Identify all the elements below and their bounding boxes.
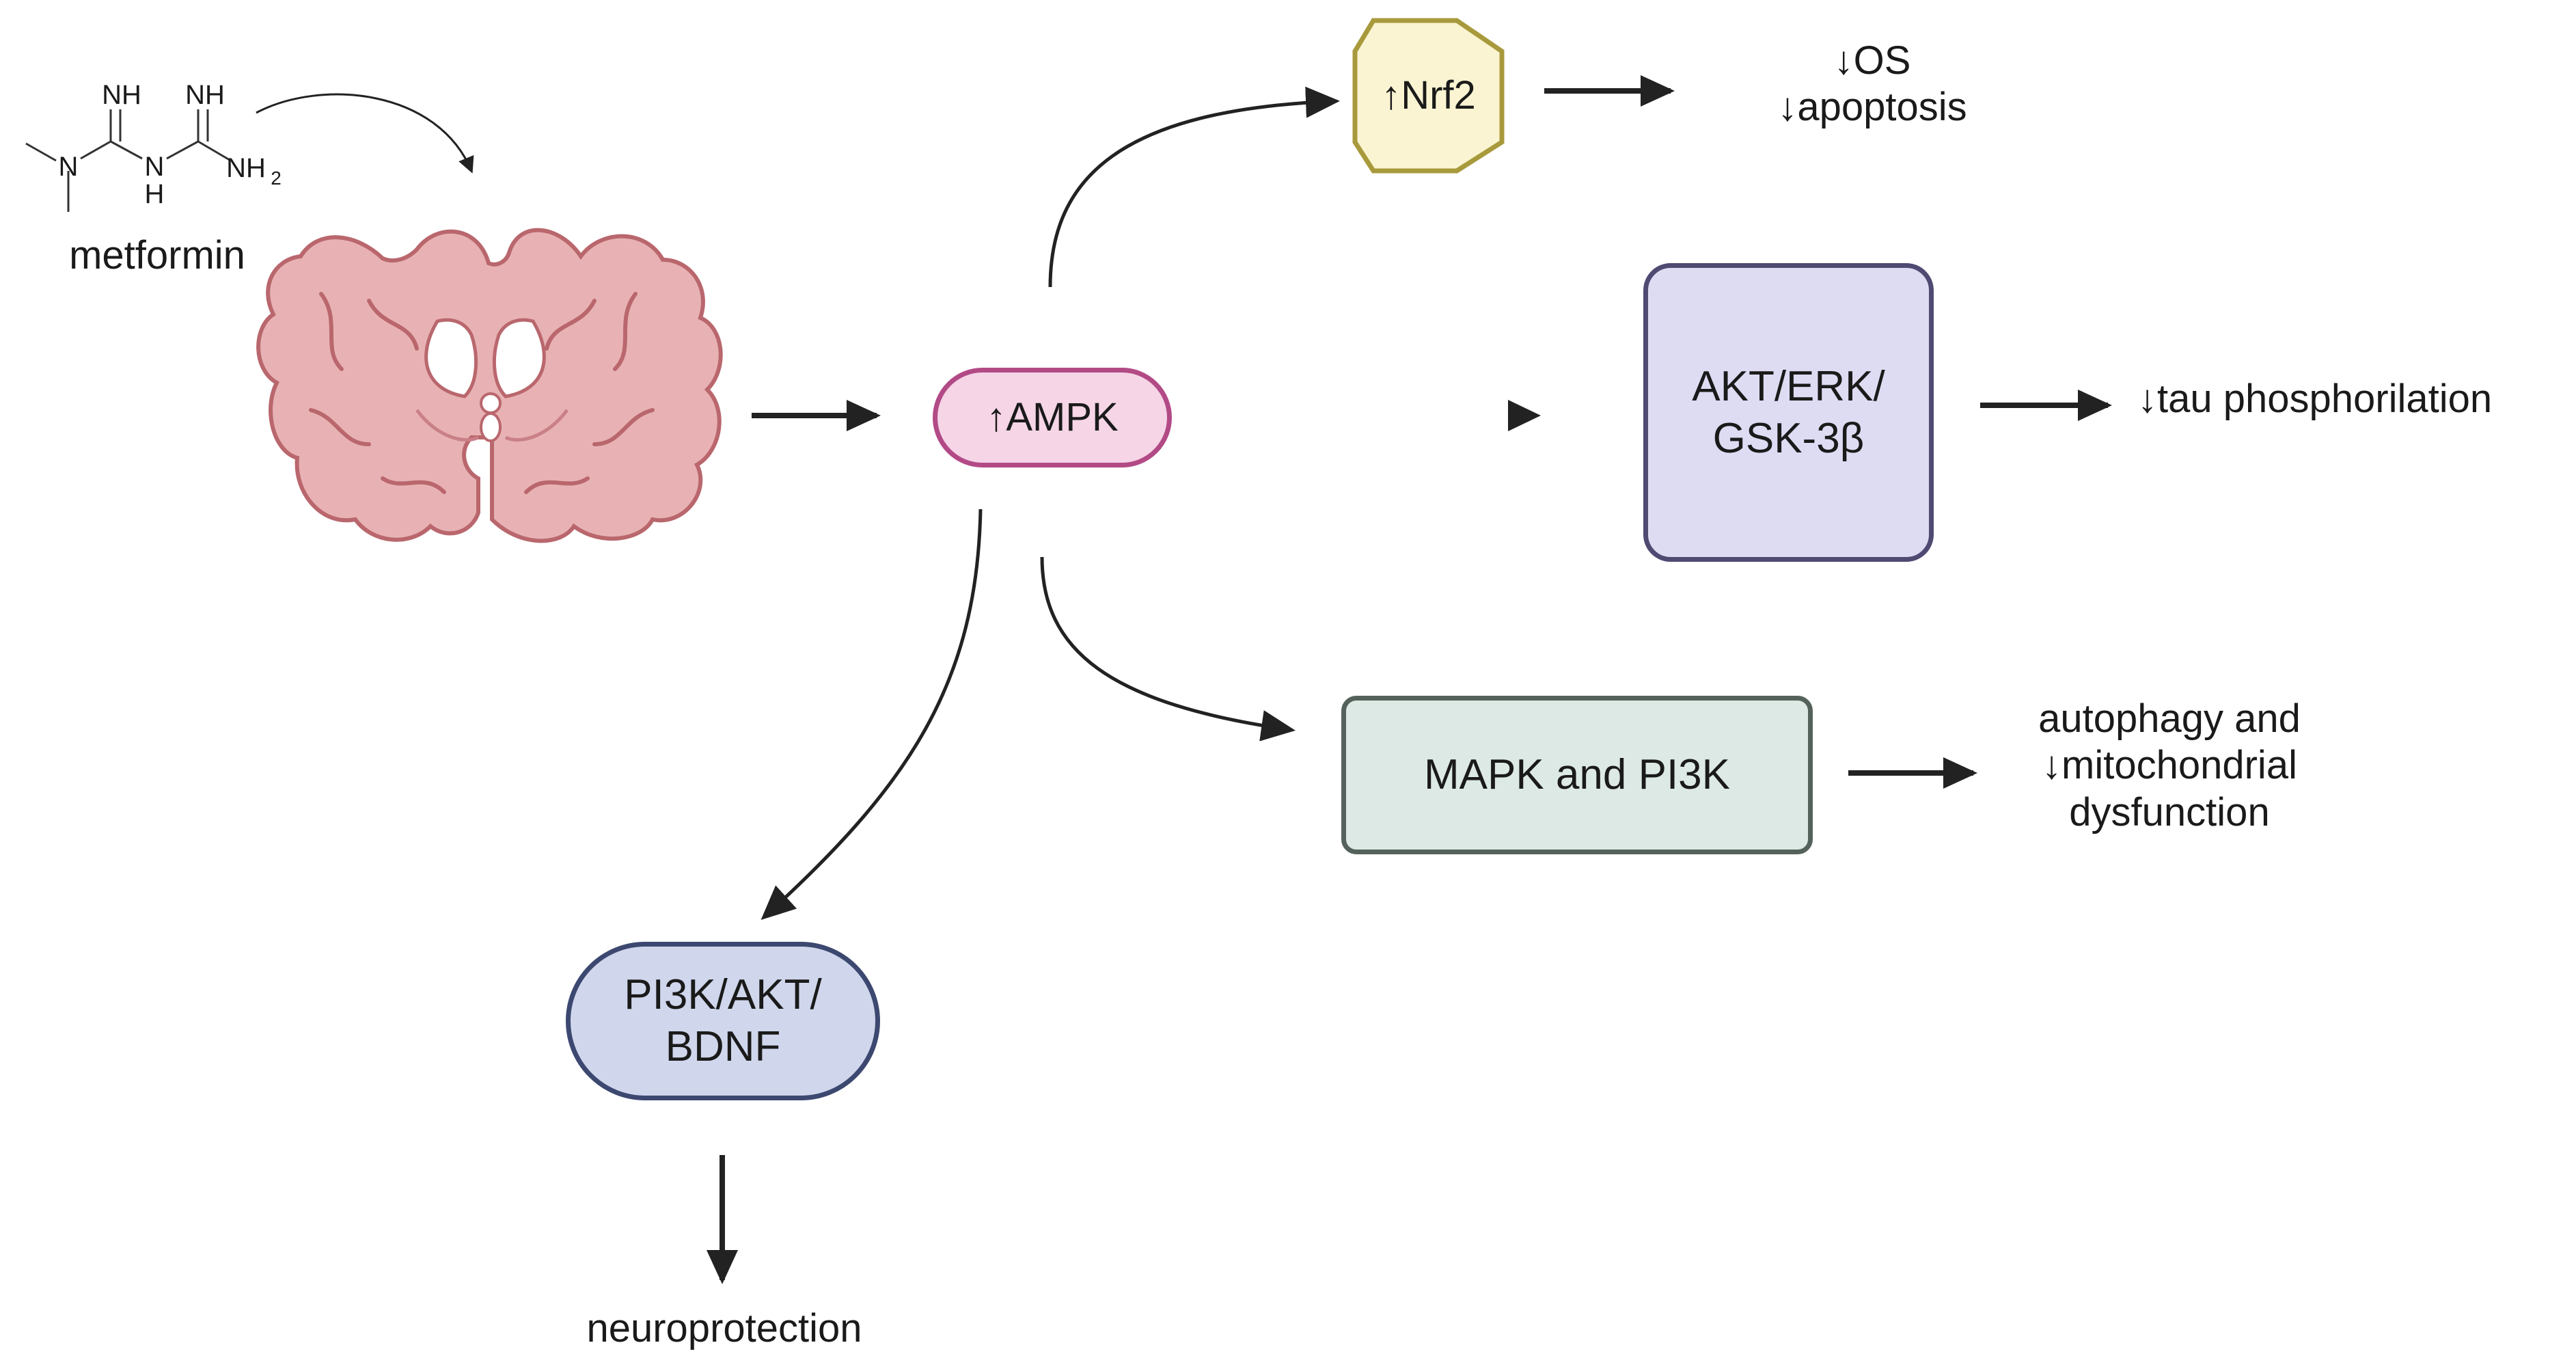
pi3k-akt-bdnf-node: PI3K/AKT/ BDNF xyxy=(566,942,880,1100)
pi3k-akt-bdnf-label: PI3K/AKT/ BDNF xyxy=(624,971,822,1070)
mapk-pi3k-node: MAPK and PI3K xyxy=(1341,696,1813,854)
ampk-to-pi3k-arrow xyxy=(761,508,983,921)
molecule-atom-h: H xyxy=(145,179,165,209)
akt-erk-gsk3b-node: AKT/ERK/ GSK-3β xyxy=(1643,263,1934,562)
neuroprotection-label: neuroprotection xyxy=(586,1306,862,1350)
metformin-structure-icon xyxy=(25,109,230,212)
tau-phosphorilation-label: ↓tau phosphorilation xyxy=(2137,377,2493,421)
molecule-atom-nh2: NH xyxy=(226,153,266,183)
metformin-to-brain-arrow xyxy=(256,93,474,174)
nrf2-node: ↑Nrf2 xyxy=(1355,21,1502,171)
nrf2-node-shape xyxy=(1352,18,1505,174)
molecule-atom-nh-left: NH xyxy=(102,80,141,110)
brain-icon xyxy=(256,228,723,543)
molecule-atom-n: N xyxy=(59,152,79,182)
ampk-node-label: ↑AMPK xyxy=(986,394,1119,439)
ampk-node: ↑AMPK xyxy=(933,368,1172,467)
autophagy-label: autophagy and ↓mitochondrial dysfunction xyxy=(2038,696,2301,834)
ampk-to-akt-arrowhead xyxy=(1508,400,1541,431)
akt-erk-gsk3b-label: AKT/ERK/ GSK-3β xyxy=(1692,362,1885,462)
molecule-atom-nh2-subscript: 2 xyxy=(271,167,282,189)
molecule-atom-n-mid: N xyxy=(145,152,165,182)
ampk-to-mapk-arrow xyxy=(1040,556,1296,742)
ampk-to-nrf2-arrow xyxy=(1048,86,1340,288)
molecule-atom-nh-right: NH xyxy=(185,80,225,110)
nrf2-node-label: ↑Nrf2 xyxy=(1381,72,1476,118)
mapk-pi3k-label: MAPK and PI3K xyxy=(1423,751,1731,799)
os-apoptosis-label: ↓OS ↓apoptosis xyxy=(1777,38,1967,130)
metformin-label: metformin xyxy=(69,233,245,277)
